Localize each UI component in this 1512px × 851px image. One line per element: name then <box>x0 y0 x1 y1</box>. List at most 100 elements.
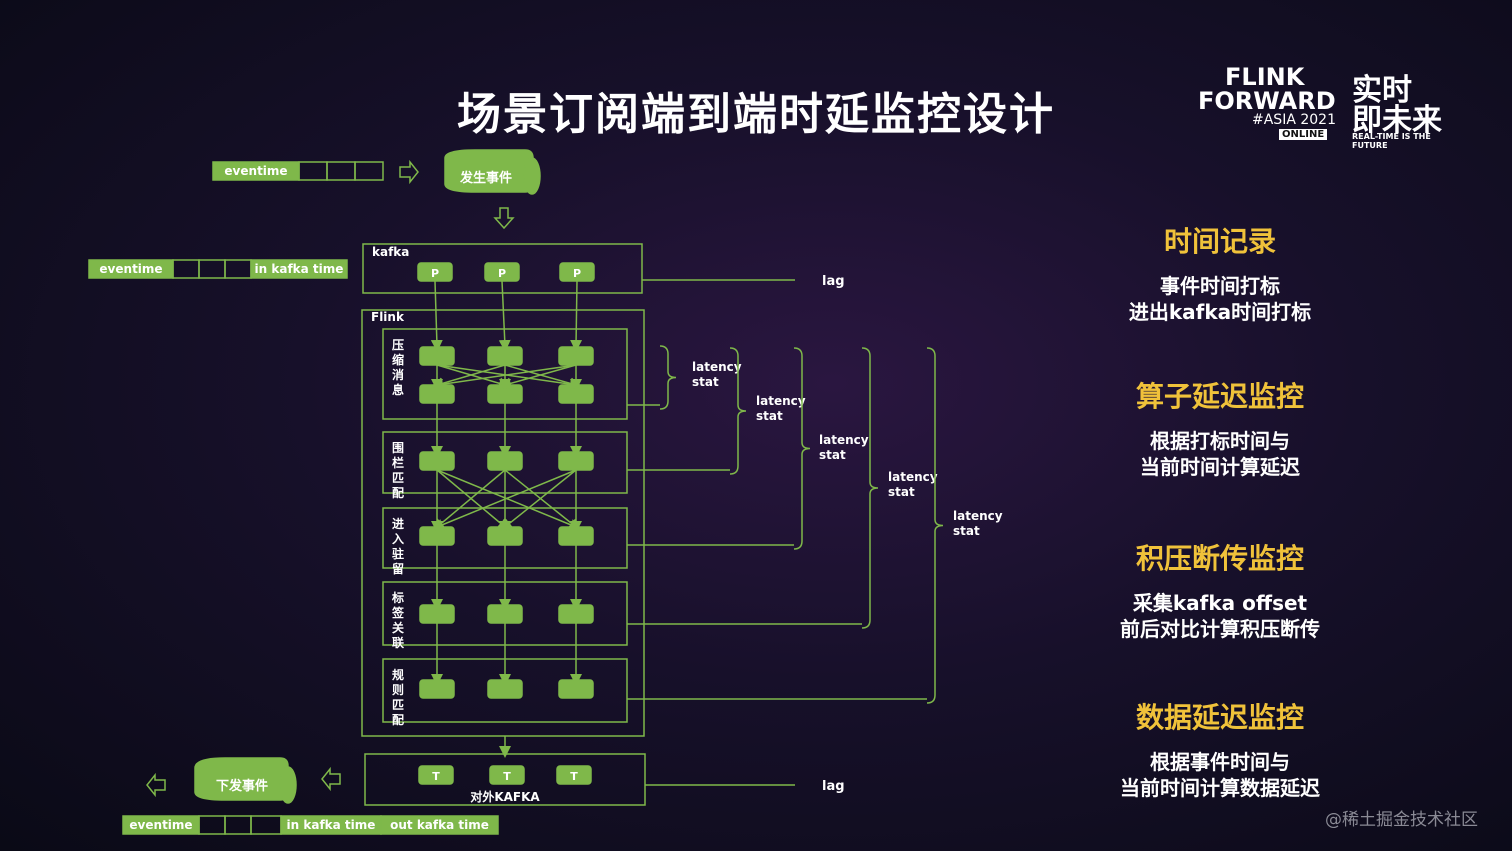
latency-label: latency <box>819 433 869 447</box>
out-kafka-box <box>364 753 646 806</box>
top-time-bar-label: eventime <box>224 164 287 178</box>
topic-node <box>556 765 592 785</box>
shuffle-line <box>500 469 577 531</box>
watermark: @稀土掘金技术社区 <box>1325 810 1478 830</box>
section-heading: 算子延迟监控 <box>1135 380 1304 413</box>
kafka-time-bar-segment <box>198 259 226 279</box>
shuffle-line <box>499 364 577 390</box>
down-arrow-icon <box>493 207 515 230</box>
topic-label: T <box>503 770 511 783</box>
logo-line1: FLINK <box>1225 63 1305 91</box>
sink-label: 下发事件 <box>216 778 268 794</box>
latency-label: stat <box>756 409 783 423</box>
operator-node <box>419 346 455 366</box>
stage-label-char: 配 <box>392 485 404 500</box>
bottom-time-bar-label: in kafka time <box>287 818 376 832</box>
event-source-cap <box>523 157 541 195</box>
stage-label-char: 息 <box>392 382 404 397</box>
topic-label: T <box>570 770 578 783</box>
bottom-time-bar-segment <box>198 815 226 835</box>
latency-label: stat <box>819 448 846 462</box>
section-line: 事件时间打标 <box>1160 274 1280 298</box>
logo-line2: FORWARD <box>1198 87 1336 115</box>
operator-node <box>558 451 594 471</box>
operator-node <box>487 526 523 546</box>
section-heading: 时间记录 <box>1163 225 1276 258</box>
operator-node <box>558 604 594 624</box>
stage-label-char: 驻 <box>392 546 404 561</box>
stage-label-char: 关 <box>392 620 404 635</box>
kafka-time-bar-segment <box>250 259 348 279</box>
topic-label: T <box>432 770 440 783</box>
operator-node <box>558 679 594 699</box>
latency-label: latency <box>756 394 806 408</box>
top-time-bar-segment <box>298 161 328 181</box>
stage-label-char: 缩 <box>392 352 404 367</box>
bottom-time-bar-segment <box>380 815 499 835</box>
operator-node <box>487 346 523 366</box>
bottom-time-bar-segment <box>224 815 252 835</box>
latency-bracket <box>729 347 747 475</box>
shuffle-line <box>431 364 506 390</box>
stage-label-char: 压 <box>392 338 404 352</box>
logo-tagline: REAL-TIME IS THE FUTURE <box>1352 132 1431 150</box>
kafka-time-bar-segment <box>224 259 252 279</box>
sink-cap <box>279 766 297 804</box>
out-kafka-label: 对外KAFKA <box>470 789 540 804</box>
stage-label-char: 栏 <box>392 455 404 470</box>
section-line: 当前时间计算延迟 <box>1140 455 1300 479</box>
section-heading: 积压断传监控 <box>1135 542 1304 575</box>
stage-label-char: 匹 <box>392 471 404 485</box>
section-heading: 数据延迟监控 <box>1135 701 1304 734</box>
partition-label: P <box>431 267 439 280</box>
bottom-time-bar-segment <box>250 815 282 835</box>
page-title: 场景订阅端到端时延监控设计 <box>457 89 1055 140</box>
latency-bracket <box>926 347 944 704</box>
section-line: 根据打标时间与 <box>1150 429 1290 453</box>
topic-node <box>489 765 525 785</box>
stage-label-char: 留 <box>392 561 404 576</box>
shuffle-line <box>432 469 506 531</box>
logo-cn1: 实时 <box>1352 73 1412 108</box>
flow-arrow <box>430 280 443 352</box>
section-line: 前后对比计算积压断传 <box>1120 617 1320 641</box>
latency-label: latency <box>953 509 1003 523</box>
latency-label: latency <box>692 360 742 374</box>
operator-node <box>558 526 594 546</box>
topic-node <box>418 765 454 785</box>
shuffle-line <box>431 469 577 531</box>
operator-node <box>487 604 523 624</box>
operator-node <box>558 346 594 366</box>
left-arrow-icon <box>146 772 166 798</box>
operator-node <box>419 604 455 624</box>
stage-label-char: 进 <box>392 516 404 531</box>
stage-label-char: 匹 <box>392 698 404 712</box>
latency-label: stat <box>888 485 915 499</box>
left-arrow-icon <box>321 766 341 792</box>
logo-cn2: 即未来 <box>1352 103 1442 138</box>
latency-label: stat <box>953 524 980 538</box>
stage-label-char: 签 <box>391 605 405 620</box>
top-time-bar-segment <box>326 161 356 181</box>
kafka-box-label: kafka <box>372 245 409 259</box>
flink-forward-logo: FLINK FORWARD #ASIA 2021 ONLINE 实时 即未来 R… <box>1195 55 1455 150</box>
bottom-time-bar-label: eventime <box>129 818 192 832</box>
stage-label-char: 消 <box>392 367 404 382</box>
section-line: 当前时间计算数据延迟 <box>1120 776 1320 800</box>
lag-label-bottom: lag <box>822 779 845 794</box>
kafka-time-bar-label: in kafka time <box>255 262 344 276</box>
logo-badge: ONLINE <box>1279 129 1328 140</box>
stage-label-char: 围 <box>392 440 404 455</box>
lag-label-top: lag <box>822 274 845 289</box>
flink-box-label: Flink <box>371 310 405 324</box>
operator-node <box>558 384 594 404</box>
stage-label-char: 则 <box>392 683 404 697</box>
latency-bracket <box>793 347 811 550</box>
right-arrow-icon <box>399 159 419 185</box>
flow-arrow <box>570 280 583 352</box>
stage-label-char: 联 <box>392 636 404 650</box>
shuffle-line <box>431 364 577 391</box>
latency-label: stat <box>692 375 719 389</box>
operator-node <box>419 679 455 699</box>
